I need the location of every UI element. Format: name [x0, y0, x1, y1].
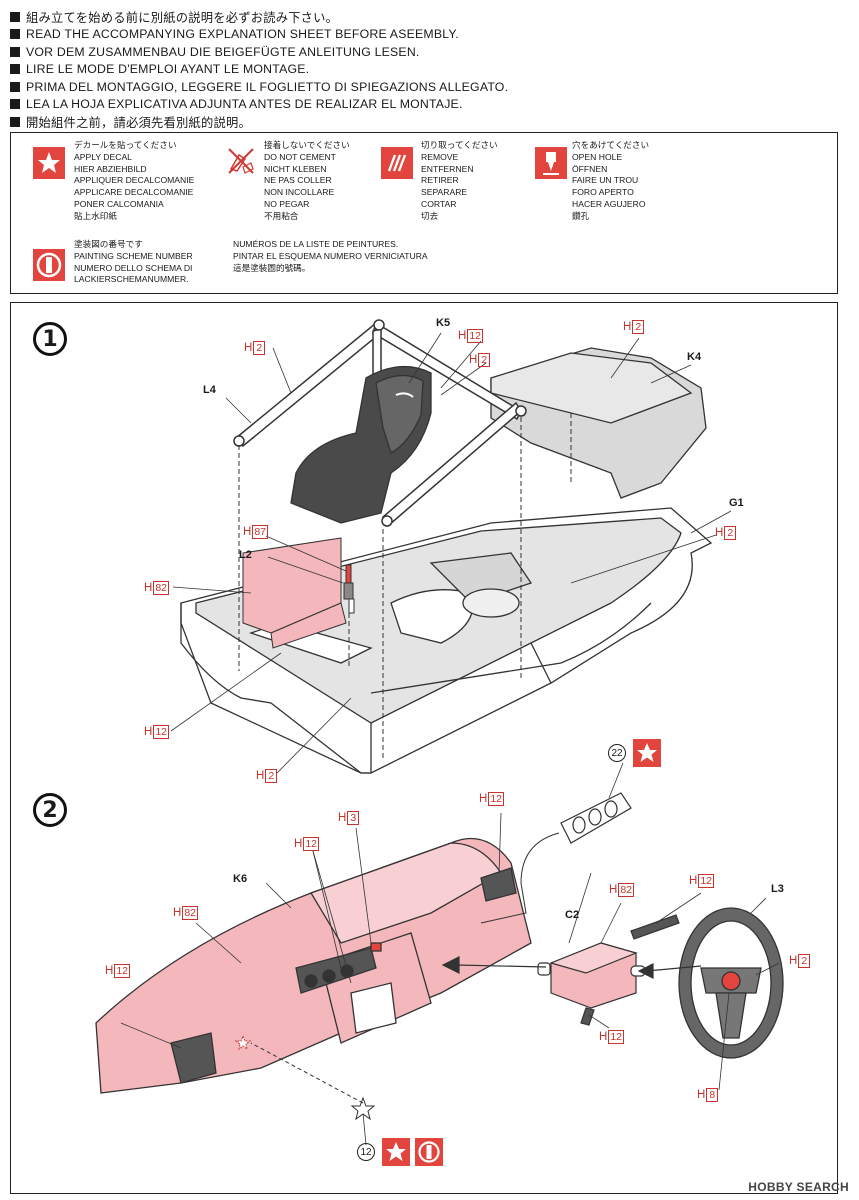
- bullet-square-icon: [10, 29, 20, 40]
- decal-number-22: 22: [608, 744, 626, 762]
- bullet-square-icon: [10, 81, 20, 92]
- intro-line: VOR DEM ZUSAMMENBAU DIE BEIGEFÜGTE ANLEI…: [10, 43, 610, 61]
- part-label-c2: C2: [565, 909, 580, 921]
- intro-line: PRIMA DEL MONTAGGIO, LEGGERE IL FOGLIETT…: [10, 78, 610, 96]
- intro-line: 開始組件之前，請必須先看別紙的説明。: [10, 113, 610, 131]
- steering-wheel-l3: [678, 907, 784, 1059]
- intro-instructions: 組み立てを始める前に別紙の説明を必ずお読み下さい。 READ THE ACCOM…: [10, 8, 610, 131]
- decal-number-12: 12: [357, 1143, 375, 1161]
- shifter-l2: [343, 564, 355, 614]
- intro-line: 組み立てを始める前に別紙の説明を必ずお読み下さい。: [10, 8, 610, 26]
- part-label-l3: L3: [771, 883, 784, 895]
- dashboard-k6: [95, 837, 532, 1094]
- part-label-k6: K6: [233, 873, 248, 885]
- intro-line: LIRE LE MODE D'EMPLOI AYANT LE MONTAGE.: [10, 61, 610, 79]
- part-label-l2: L2: [239, 549, 252, 561]
- roll-bar-l4: [233, 319, 527, 527]
- legend-painting-text-2: NUMÉROS DE LA LISTE DE PEINTURES.PINTAR …: [233, 239, 428, 273]
- assembly-illustration: [95, 319, 784, 1146]
- bullet-square-icon: [10, 116, 20, 127]
- intro-line: READ THE ACCOMPANYING EXPLANATION SHEET …: [10, 26, 610, 44]
- part-label-g1: G1: [729, 497, 744, 509]
- star-decal-icon: [33, 147, 65, 179]
- bullet-square-icon: [10, 46, 20, 57]
- seat-k5: [290, 365, 432, 524]
- step-number-2: 2: [33, 793, 67, 827]
- painting-scheme-icon: [415, 1138, 443, 1166]
- star-decal-icon: [633, 739, 661, 767]
- bullet-square-icon: [10, 99, 20, 110]
- no-cement-icon: [225, 145, 257, 177]
- chassis-tub: [180, 507, 713, 774]
- decal-star-marks: [234, 1034, 376, 1121]
- rear-panel-k4: [490, 347, 707, 499]
- star-decal-icon: [382, 1138, 410, 1166]
- watermark-logo: HOBBY SEARCH: [748, 1180, 849, 1194]
- bullet-square-icon: [10, 64, 20, 75]
- cut-remove-icon: [381, 147, 413, 179]
- drill-hole-icon: [535, 147, 567, 179]
- step-number-1: 1: [33, 322, 67, 356]
- intro-line: LEA LA HOJA EXPLICATIVA ADJUNTA ANTES DE…: [10, 96, 610, 114]
- part-label-k4: K4: [687, 351, 702, 363]
- painting-scheme-icon: [33, 249, 65, 281]
- gauge-panel-decal: [560, 792, 632, 844]
- column-switch-c2: [537, 914, 680, 1026]
- part-label-l4: L4: [203, 384, 216, 396]
- bullet-square-icon: [10, 11, 20, 22]
- part-label-k5: K5: [436, 317, 451, 329]
